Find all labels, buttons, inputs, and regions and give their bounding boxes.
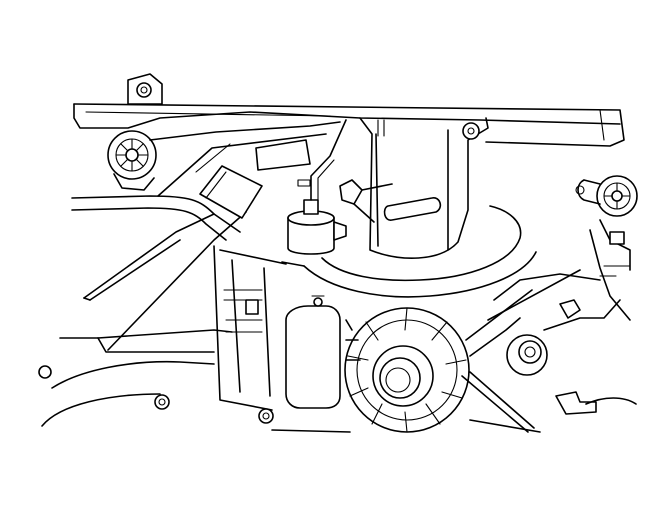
blower-wheel: [344, 307, 470, 433]
curved-duct-outlet: [281, 205, 537, 298]
access-opening: [285, 305, 341, 409]
actuator-housing: [199, 165, 263, 219]
left-side-frame: [213, 245, 287, 411]
bolt-lower-center: [258, 408, 274, 424]
bolt-lower-left: [154, 394, 170, 410]
motor-actuator: [287, 119, 347, 255]
cable-routing: [59, 195, 247, 353]
top-mounting-bracket: [127, 73, 163, 105]
right-pulley-gear: [575, 175, 638, 217]
bolt-left: [38, 365, 52, 379]
fastener-bolts: [38, 295, 325, 424]
diagonal-brace: [149, 121, 341, 197]
upper-frame-rail: [73, 103, 625, 147]
bolt-duct: [313, 297, 323, 307]
right-bearing-bracket: [465, 219, 631, 415]
control-module: [255, 139, 311, 171]
duct-housing-plate: [359, 117, 489, 259]
left-pulley-gear: [107, 130, 157, 191]
lower-case-outline: [41, 360, 637, 433]
lower-diagonal-cable: [461, 371, 535, 433]
